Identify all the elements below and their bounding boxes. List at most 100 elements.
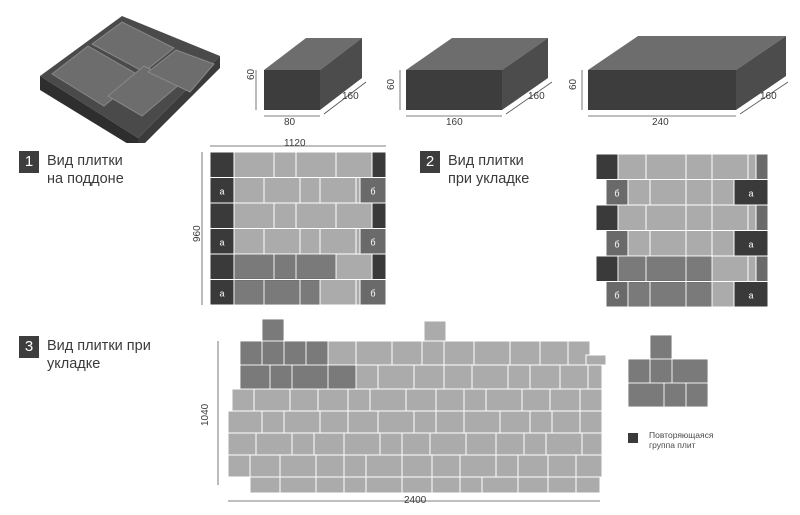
pallet-width-label: 1120 — [284, 138, 306, 149]
paving-tile — [421, 340, 445, 366]
mark-a-label: а — [219, 289, 224, 299]
pallet-tile — [355, 177, 361, 204]
paving-tile — [343, 454, 367, 478]
laying-tile — [711, 230, 735, 257]
pallet-tile — [335, 253, 373, 280]
brick-80-depth: 160 — [342, 91, 359, 102]
laying-tile — [711, 179, 735, 206]
paving-tile — [379, 432, 403, 456]
brick-240-depth: 160 — [760, 91, 777, 102]
paving-tile — [547, 454, 577, 478]
paving-tile — [347, 388, 371, 412]
paving-tile — [545, 432, 583, 456]
pallet-height-label: 960 — [192, 225, 203, 242]
brick-160-width: 160 — [446, 117, 463, 128]
paving-tile — [315, 454, 345, 478]
brick-80-width: 80 — [284, 117, 296, 128]
pallet-edge-tile — [371, 151, 387, 178]
layout-width-label: 2400 — [404, 495, 427, 506]
paving-tile — [249, 454, 281, 478]
laying-tile — [649, 230, 687, 257]
laying-tile — [747, 204, 757, 231]
pallet-edge-tile — [359, 177, 387, 204]
paving-tile — [471, 364, 509, 390]
paving-tile — [517, 476, 549, 494]
laying-edge-tile — [595, 153, 619, 180]
brick-240-height: 60 — [568, 78, 579, 90]
laying-tile — [711, 153, 749, 180]
paving-tile — [249, 476, 281, 494]
repeating-group-tile — [649, 334, 673, 360]
laying-tile — [747, 255, 757, 282]
pallet-tile — [299, 177, 321, 204]
laying-tile — [711, 281, 735, 308]
laying-tile — [645, 153, 687, 180]
step-3-label: Вид плитки при укладке — [47, 338, 151, 372]
paving-tile — [261, 410, 285, 434]
paving-tile — [423, 320, 447, 342]
mark-b-label: б — [370, 289, 375, 299]
pallet-edge-tile — [359, 279, 387, 306]
laying-edge-tile — [755, 153, 769, 180]
paving-tile — [465, 432, 497, 456]
laying-tile — [627, 230, 651, 257]
laying-tile — [645, 204, 687, 231]
paving-tile — [343, 432, 381, 456]
paving-tile — [227, 454, 251, 478]
pallet-edge-tile — [209, 177, 235, 204]
mark-b-label: б — [370, 238, 375, 248]
paving-tile — [231, 388, 255, 412]
paving-tile — [369, 388, 407, 412]
paving-tile — [517, 454, 549, 478]
paving-tile — [355, 340, 393, 366]
pallet-tile — [273, 202, 297, 229]
pallet-tile — [299, 228, 321, 255]
paving-tile — [227, 432, 257, 456]
paving-tile — [499, 410, 531, 434]
paving-tile — [365, 476, 403, 494]
paving-tile — [365, 454, 403, 478]
paving-tile — [377, 410, 415, 434]
repeating-group-diagram — [627, 334, 709, 408]
paving-tile — [551, 410, 581, 434]
pallet-tile — [335, 151, 373, 178]
paving-tile — [559, 364, 589, 390]
laying-tile — [685, 179, 713, 206]
paving-tile — [355, 364, 379, 390]
repeating-group-tile — [261, 318, 285, 342]
repeating-group-tile — [305, 340, 329, 366]
pallet-tile — [295, 202, 337, 229]
laying-tile — [747, 153, 757, 180]
laying-tile — [649, 179, 687, 206]
paving-tile — [315, 476, 345, 494]
repeating-group-tile — [627, 358, 651, 384]
laying-edge-tile — [755, 204, 769, 231]
step-1-label: Вид плитки на поддоне — [47, 153, 124, 187]
legend-swatch — [628, 433, 638, 443]
pallet-edge-tile — [359, 228, 387, 255]
brick-160 — [399, 38, 553, 117]
paving-tile — [547, 476, 577, 494]
step-1-number: 1 — [19, 151, 39, 173]
mark-b-label: б — [614, 240, 619, 250]
paving-tile — [581, 432, 603, 456]
paving-tile — [279, 476, 317, 494]
mark-b-label: б — [614, 189, 619, 199]
paving-tile — [507, 364, 531, 390]
mark-a-label: а — [748, 189, 753, 199]
layout-height-label: 1040 — [200, 403, 211, 426]
paving-tile — [413, 410, 437, 434]
paving-tile — [435, 388, 465, 412]
pallet-tile — [233, 228, 265, 255]
paving-tile — [587, 364, 603, 390]
paving-tile — [413, 364, 445, 390]
pallet-tile — [319, 279, 357, 306]
paving-tile — [429, 432, 467, 456]
pallet-pack-illustration — [40, 16, 220, 143]
pallet-tile — [295, 151, 337, 178]
laying-tile — [617, 153, 647, 180]
paving-tile — [279, 454, 317, 478]
laying-edge-tile — [733, 179, 769, 206]
laying-tile — [617, 204, 647, 231]
